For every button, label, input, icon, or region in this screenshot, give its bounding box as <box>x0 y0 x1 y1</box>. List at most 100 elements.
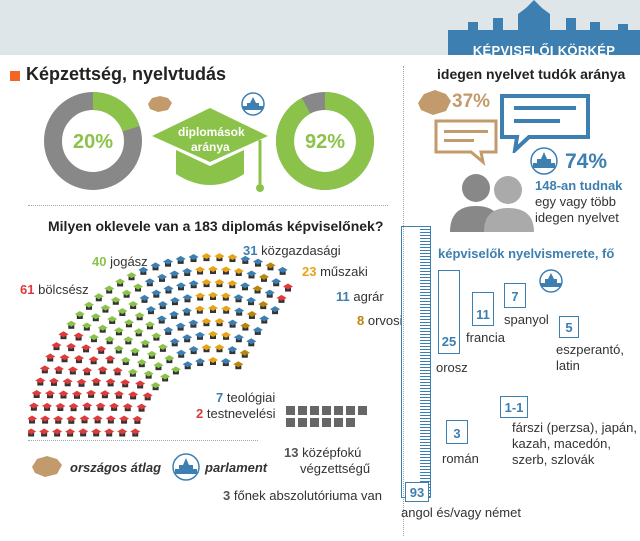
diploma-hat-mark <box>144 321 155 330</box>
diploma-hat-mark <box>126 272 137 281</box>
diploma-hat-mark <box>53 365 64 374</box>
donut-national-average <box>44 92 142 190</box>
secondary-level-mark <box>310 406 319 415</box>
cat-abszolutorium: 3 főnek abszolutóriuma van <box>223 488 383 503</box>
diploma-hat-mark <box>182 267 193 276</box>
secondary-level-mark <box>310 418 319 427</box>
secondary-level-mark <box>334 418 343 427</box>
lang-93-label: angol és/vagy német <box>401 505 521 520</box>
diploma-hat-mark <box>105 355 116 364</box>
cat-kozgazdasagi: 31 közgazdasági <box>243 243 341 258</box>
lang-93-box: 93 <box>405 482 429 502</box>
diploma-hat-mark <box>136 403 147 412</box>
note-line-2: egy vagy több <box>535 194 616 209</box>
diploma-hat-mark <box>133 328 144 337</box>
diploma-hat-mark <box>135 380 146 389</box>
diploma-hat-mark <box>130 347 141 356</box>
diploma-hat-mark <box>201 279 212 288</box>
secondary-level-mark <box>322 406 331 415</box>
diploma-hat-mark <box>208 357 218 365</box>
hungary-map-icon <box>148 96 172 112</box>
section-title: Képzettség, nyelvtudás <box>26 64 227 84</box>
diploma-hat-mark <box>66 320 77 329</box>
diploma-hat-mark <box>71 390 82 399</box>
diploma-hat-mark <box>214 318 225 327</box>
diploma-hat-mark <box>169 310 180 319</box>
cat-testnevelesi: 2 testnevelési <box>196 406 276 421</box>
cat-bolcsesz: 61 bölcsész <box>20 282 89 297</box>
diploma-hat-mark <box>239 349 250 358</box>
diploma-hat-mark <box>188 280 199 289</box>
diploma-hat-mark <box>208 292 218 300</box>
diploma-hat-mark <box>59 354 70 363</box>
diploma-hat-mark <box>81 322 92 331</box>
legend-parliament: parlament <box>205 460 268 475</box>
avg-language-pct: 37% <box>452 91 491 112</box>
diploma-hat-mark <box>139 294 150 303</box>
diploma-hat-mark <box>39 428 50 437</box>
diploma-hat-mark <box>259 315 270 324</box>
diploma-hat-mark <box>91 377 102 386</box>
diploma-hat-mark <box>138 266 149 275</box>
diploma-hat-mark <box>97 366 108 375</box>
diploma-hat-mark <box>104 285 115 294</box>
secondary-level-mark <box>346 406 355 415</box>
diploma-hat-mark <box>120 379 131 388</box>
diploma-hat-mark <box>246 338 257 347</box>
diploma-hat-mark <box>169 270 180 279</box>
diploma-hat-mark <box>188 346 199 355</box>
diploma-hat-mark <box>227 319 238 328</box>
diploma-hat-mark <box>52 428 63 437</box>
diploma-hat-mark <box>188 254 199 263</box>
diploma-hat-mark <box>195 292 206 301</box>
diploma-hat-mark <box>201 253 212 262</box>
diploma-hat-mark <box>107 315 118 324</box>
diploma-hat-mark <box>253 258 264 267</box>
diploma-hat-mark <box>153 362 164 371</box>
diploma-hat-mark <box>134 312 145 321</box>
diploma-hat-mark <box>164 355 175 364</box>
parliament-icon <box>241 92 265 116</box>
diploma-hat-mark <box>194 305 205 314</box>
diploma-hat-mark <box>113 327 124 336</box>
diploma-hat-mark <box>68 403 79 412</box>
diploma-hat-mark <box>234 307 245 316</box>
diploma-hat-mark <box>92 415 103 424</box>
diploma-hat-mark <box>88 334 99 343</box>
lang-1-label: fárszi (perzsa), japán, <box>512 420 637 435</box>
cat-teologiai: 7 teológiai <box>216 390 276 405</box>
diploma-hat-mark <box>110 296 121 305</box>
lang-25-label: orosz <box>436 360 468 375</box>
secondary-level-mark <box>358 406 367 415</box>
diploma-hat-mark <box>88 356 99 365</box>
diploma-hat-mark <box>28 428 37 437</box>
parl-language-pct: 74% <box>565 150 608 173</box>
diploma-hat-mark <box>157 301 168 310</box>
diploma-hat-mark <box>121 289 132 298</box>
diploma-hat-mark <box>270 306 281 315</box>
legend-average: országos átlag <box>70 460 162 475</box>
cat-muszaki: 23 műszaki <box>302 264 368 279</box>
diploma-hat-mark <box>136 359 147 368</box>
diploma-hat-mark <box>181 307 192 316</box>
diploma-hat-mark <box>227 254 238 263</box>
diploma-hat-mark <box>182 334 193 343</box>
diploma-hat-mark <box>151 289 162 298</box>
diploma-hat-mark <box>227 280 238 289</box>
lang-1-label-2: kazah, macedón, <box>512 436 612 451</box>
diploma-hat-mark <box>157 343 168 352</box>
diploma-hat-mark <box>182 294 193 303</box>
cap-label-2: aránya <box>191 140 230 154</box>
diploma-hat-mark <box>123 336 134 345</box>
diploma-hat-mark <box>142 392 153 401</box>
diploma-hat-mark <box>115 278 126 287</box>
diploma-hat-mark <box>76 378 87 387</box>
diploma-hat-mark <box>258 301 269 310</box>
diploma-hat-mark <box>277 266 288 275</box>
diploma-hat-mark <box>74 310 85 319</box>
diploma-hat-mark <box>214 253 225 262</box>
diploma-hat-mark <box>176 349 187 358</box>
diploma-hat-mark <box>51 342 62 351</box>
diploma-hat-mark <box>31 389 42 398</box>
diploma-hat-mark <box>86 389 97 398</box>
